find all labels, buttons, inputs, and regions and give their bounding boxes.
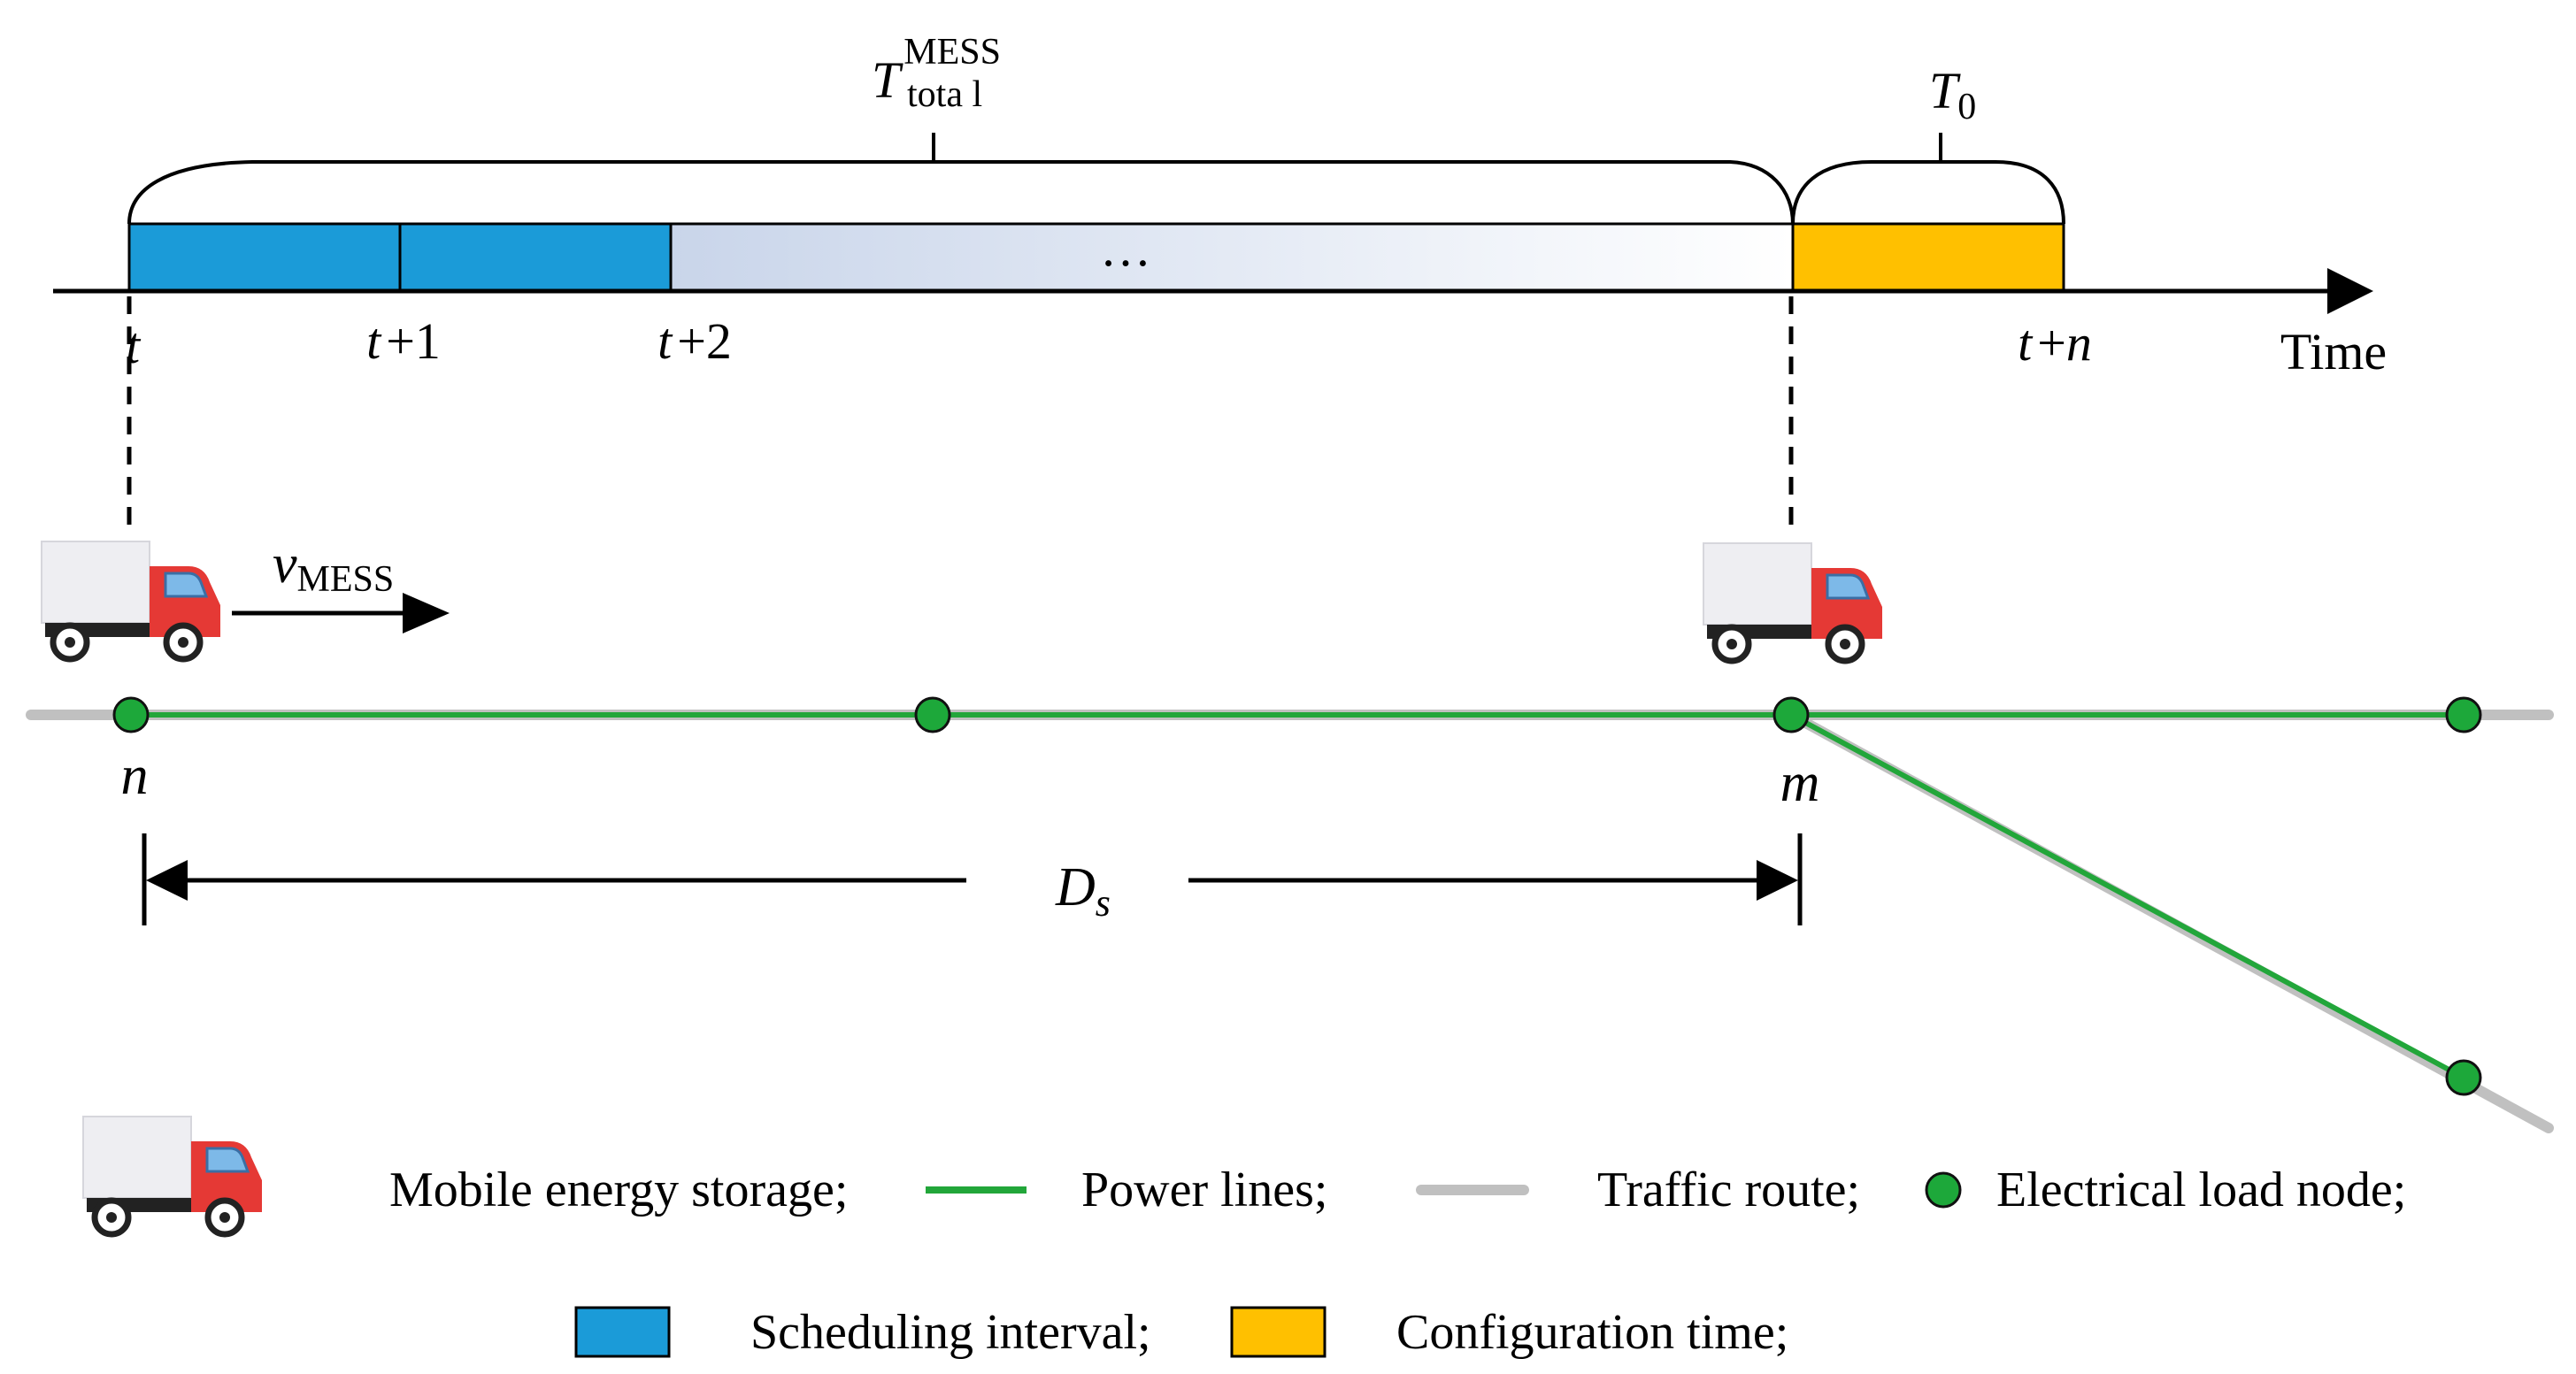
total-time-brace	[127, 160, 1795, 225]
velocity-arrowhead	[403, 593, 450, 633]
velocity-label: vMESS	[273, 534, 394, 600]
legend-scheduling-swatch	[574, 1306, 671, 1358]
fade-region	[671, 224, 1793, 291]
tick-t-plus-2: t+2	[657, 312, 732, 370]
legend-load-node-swatch	[1925, 1171, 1962, 1209]
load-node-branch-end	[2445, 1059, 2482, 1096]
scheduling-interval-2	[398, 222, 673, 293]
truck-start-icon	[42, 541, 220, 659]
tick-t-plus-n: t+n	[2018, 314, 2092, 372]
truck-arrival-icon	[1703, 543, 1882, 661]
node-m-label: m	[1780, 753, 1820, 813]
legend: Mobile energy storage; Power lines; Traf…	[83, 1117, 2406, 1360]
load-node-m	[1772, 696, 1810, 733]
distance-arrowhead-right	[1757, 860, 1798, 901]
legend-config-swatch	[1230, 1306, 1326, 1358]
legend-truck-icon	[83, 1117, 262, 1234]
configuration-time-block	[1791, 222, 2065, 293]
legend-power-lines: Power lines;	[1081, 1163, 1327, 1217]
legend-scheduling-interval: Scheduling interval;	[750, 1305, 1151, 1360]
load-node-end	[2445, 696, 2482, 733]
legend-traffic-route: Traffic route;	[1597, 1163, 1860, 1217]
ellipsis: …	[1100, 219, 1151, 277]
distance-label: Ds	[1055, 857, 1111, 925]
power-line-branch	[1789, 712, 2465, 1080]
scheduling-interval-1	[127, 222, 402, 293]
config-time-label: T0	[1929, 62, 1976, 127]
legend-configuration-time: Configuration time;	[1396, 1305, 1788, 1360]
time-axis-arrowhead	[2327, 268, 2373, 314]
legend-load-node: Electrical load node;	[1996, 1163, 2406, 1217]
load-node-n	[112, 696, 150, 733]
node-n-label: n	[121, 746, 149, 806]
load-node-mid	[914, 696, 951, 733]
legend-mobile-storage: Mobile energy storage;	[389, 1163, 848, 1217]
config-time-brace	[1791, 160, 2065, 225]
network: n m vMESS Ds	[26, 534, 2554, 1133]
time-axis-label: Time	[2280, 323, 2387, 380]
tick-t-plus-1: t+1	[366, 312, 441, 370]
distance-arrowhead-left	[146, 860, 188, 901]
